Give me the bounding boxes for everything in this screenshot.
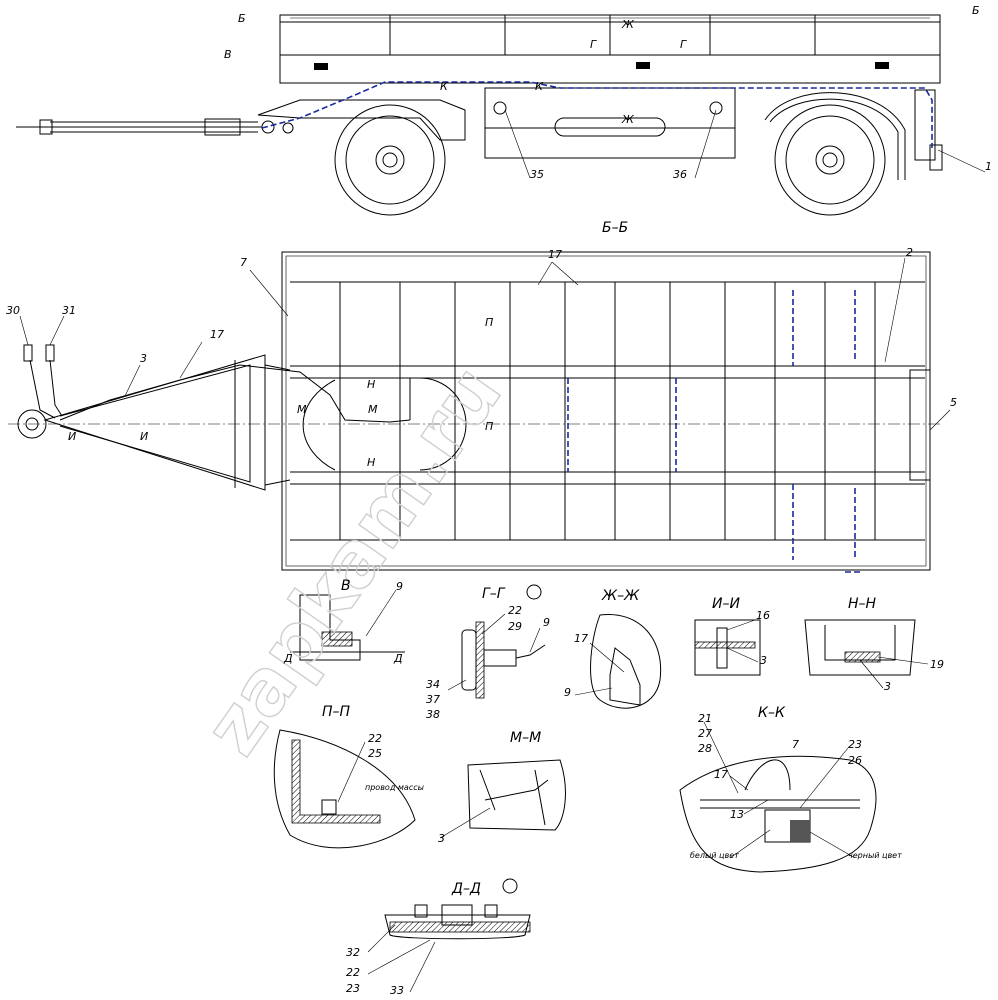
callout-5: 5 (950, 396, 957, 409)
callout-35: 35 (530, 168, 544, 181)
rotation-symbol (502, 878, 518, 894)
section-title-ii: И–И (712, 596, 740, 612)
callout-37: 37 (426, 693, 440, 706)
section-title-gg: Г–Г (482, 586, 506, 602)
watermark: zapkam.ru (187, 350, 519, 771)
cut-mark: К (535, 80, 544, 93)
cut-mark: Б (238, 12, 246, 25)
section-title-nn: Н–Н (848, 596, 877, 612)
callout-17: 17 (210, 328, 224, 341)
callout-22: 22 (368, 732, 382, 745)
cut-mark: П (485, 420, 493, 433)
callout-17: 17 (574, 632, 588, 645)
cut-mark: Д (283, 652, 293, 665)
cut-mark: М (297, 403, 307, 416)
callout-31: 31 (62, 304, 76, 317)
cut-mark: В (224, 48, 232, 61)
callout-23: 23 (848, 738, 862, 751)
cut-mark: М (368, 403, 378, 416)
cut-mark: Г (680, 38, 687, 51)
callout-2: 2 (906, 246, 913, 259)
callout-17: 17 (714, 768, 728, 781)
ground-wire-note: провод массы (365, 783, 424, 792)
black-color-note: черный цвет (848, 851, 902, 860)
cut-mark: Ж (621, 18, 635, 31)
cut-mark: Д (393, 652, 403, 665)
section-title-kk: К–К (758, 705, 786, 721)
callout-7: 7 (240, 256, 247, 269)
section-title-dd: Д–Д (451, 881, 481, 897)
callout-38: 38 (426, 708, 440, 721)
detail-mm (467, 759, 566, 831)
detail-pp (273, 729, 416, 849)
plan-view (8, 251, 940, 573)
section-title-zhzh: Ж–Ж (601, 588, 640, 604)
callout-3: 3 (884, 680, 891, 693)
detail-ii (694, 619, 761, 676)
callout-32: 32 (346, 946, 360, 959)
callout-13: 13 (730, 808, 744, 821)
cut-mark: Н (367, 456, 375, 469)
callout-25: 25 (368, 747, 382, 760)
detail-kk (679, 755, 877, 873)
callout-16: 16 (756, 609, 770, 622)
side-view (16, 14, 943, 216)
callout-9: 9 (564, 686, 571, 699)
detail-v (290, 594, 405, 661)
cut-mark: Г (590, 38, 597, 51)
callout-1: 1 (985, 160, 992, 173)
callout-9: 9 (396, 580, 403, 593)
callout-22: 22 (508, 604, 522, 617)
callout-29: 29 (508, 620, 522, 633)
cut-mark: Ж (621, 113, 635, 126)
white-color-note: белый цвет (690, 851, 739, 860)
callout-3: 3 (438, 832, 445, 845)
callout-17: 17 (548, 248, 562, 261)
callout-36: 36 (673, 168, 687, 181)
detail-dd (384, 904, 531, 940)
callout-3: 3 (140, 352, 147, 365)
rotation-symbol (526, 584, 542, 600)
callout-9: 9 (543, 616, 550, 629)
cut-mark: Н (367, 378, 375, 391)
section-title-pp: П–П (322, 704, 351, 720)
cut-mark: П (485, 316, 493, 329)
callout-33: 33 (390, 984, 404, 997)
section-title-mm: М–М (510, 730, 541, 746)
callout-26: 26 (848, 754, 862, 767)
callout-22: 22 (346, 966, 360, 979)
cut-mark: Б (972, 4, 980, 17)
callout-19: 19 (930, 658, 944, 671)
cut-mark: И (68, 430, 76, 443)
callout-21: 21 (698, 712, 712, 725)
callout-28: 28 (698, 742, 712, 755)
callout-3: 3 (760, 654, 767, 667)
callout-30: 30 (6, 304, 20, 317)
section-title-v: В (341, 578, 351, 594)
callout-7: 7 (792, 738, 799, 751)
cut-mark: К (440, 80, 449, 93)
cut-mark: И (140, 430, 148, 443)
callout-27: 27 (698, 727, 712, 740)
callout-34: 34 (426, 678, 440, 691)
detail-nn (804, 619, 916, 676)
detail-zhzh (590, 613, 662, 709)
section-title-bb: Б–Б (602, 220, 628, 236)
detail-gg (461, 621, 546, 699)
callout-23: 23 (346, 982, 360, 995)
callouts: 1 35 36 2 5 7 17 17 3 30 31 9 22 29 9 34… (6, 109, 992, 997)
